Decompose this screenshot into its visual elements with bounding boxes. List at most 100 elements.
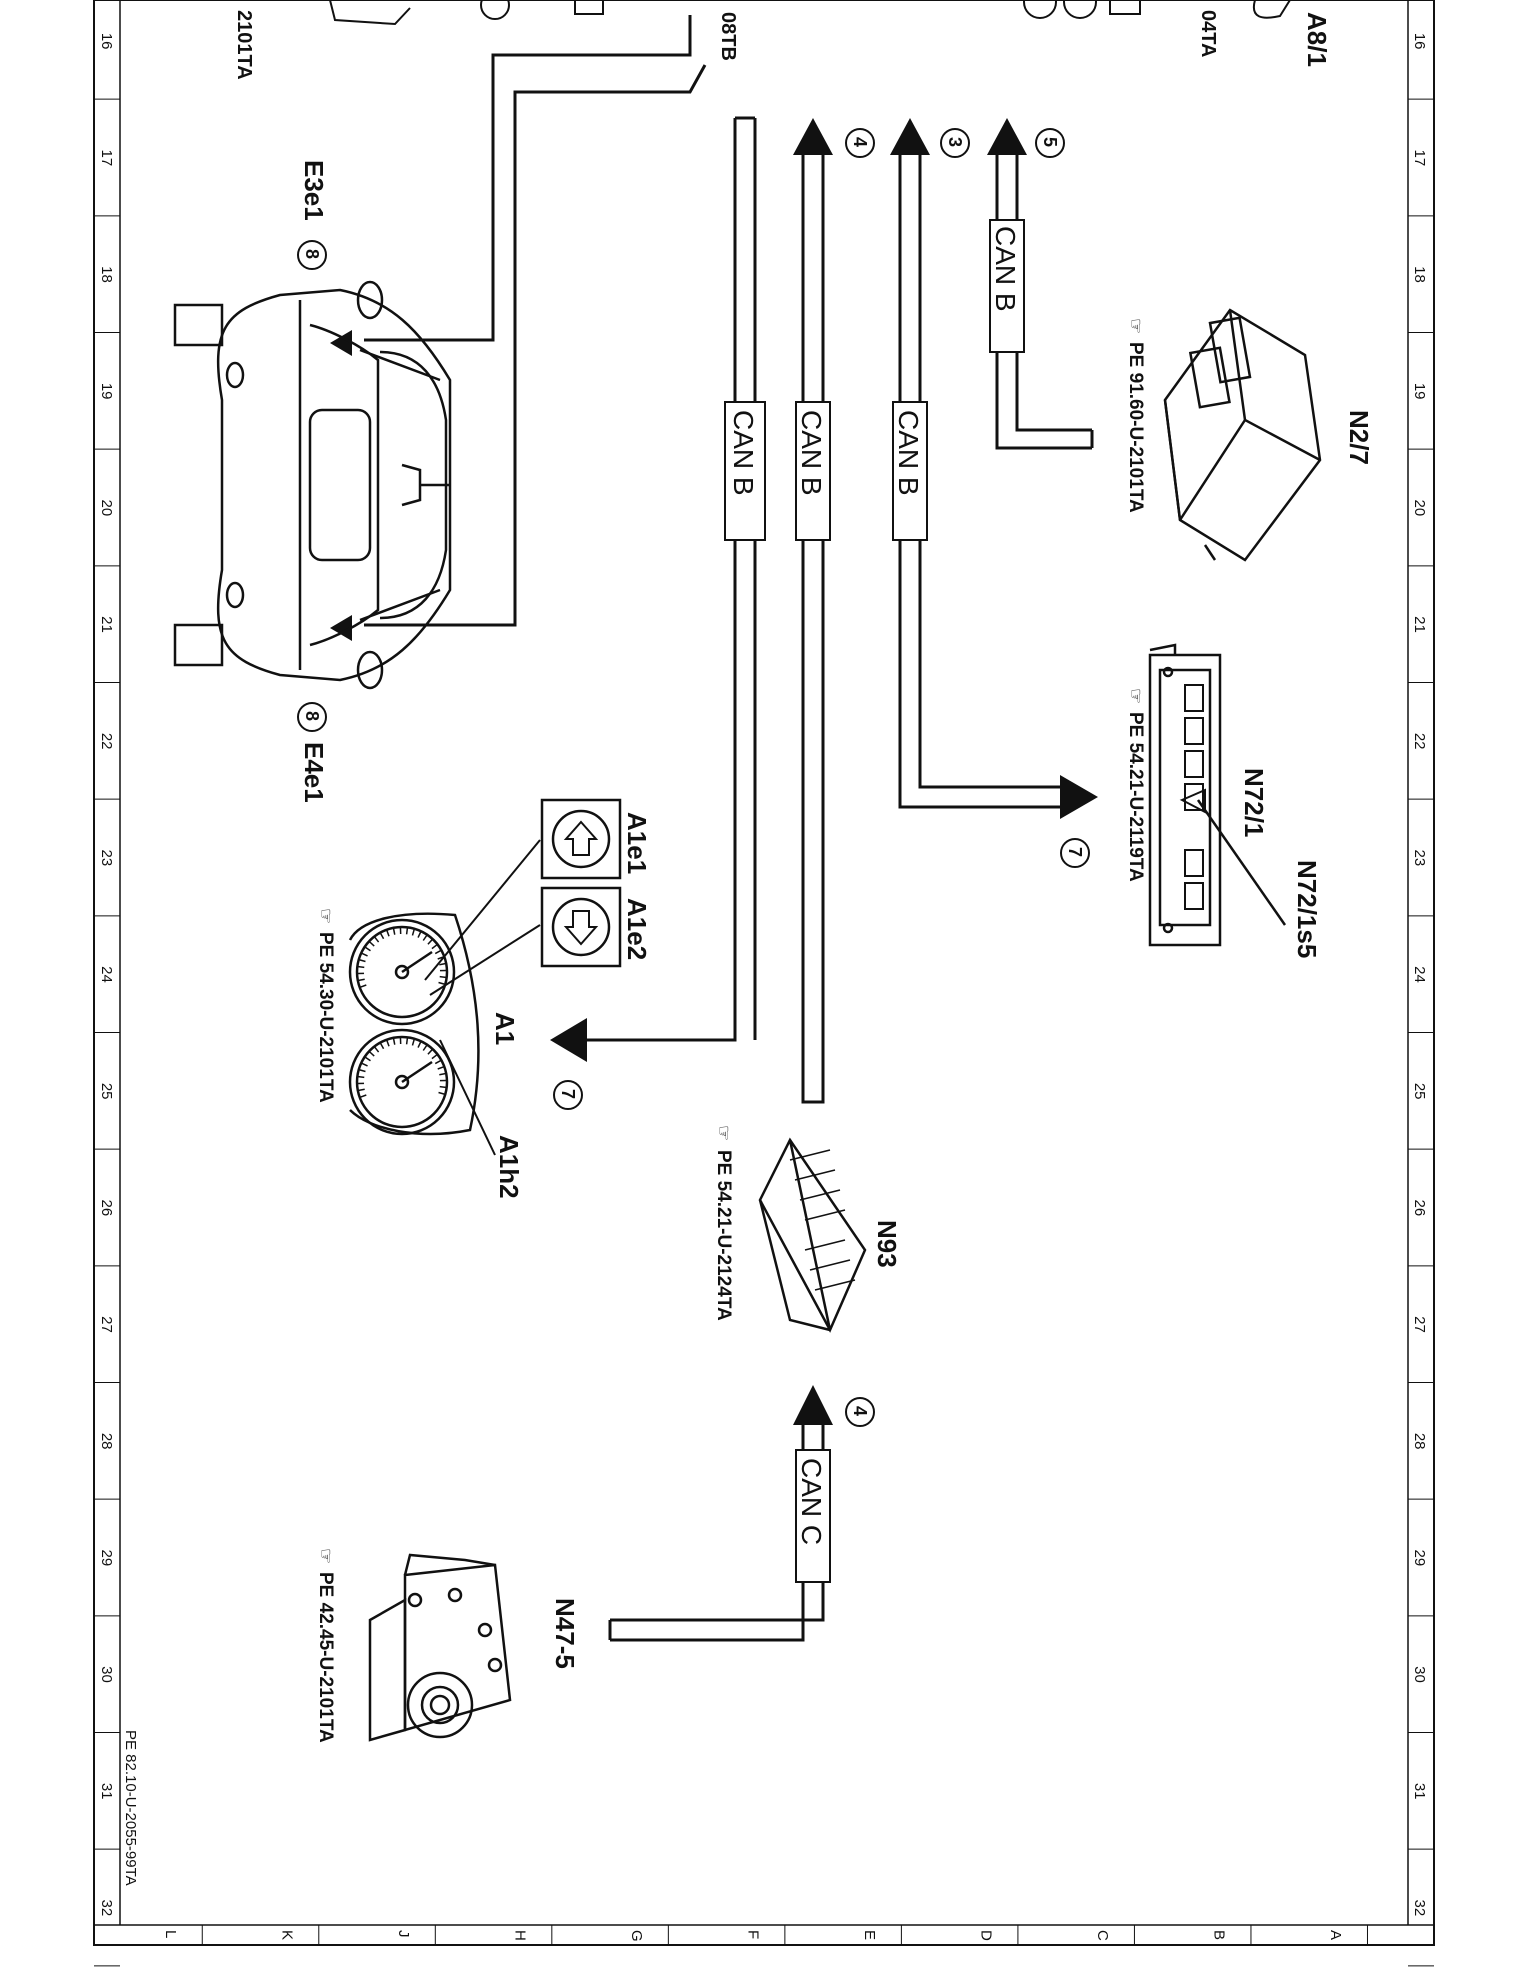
- gauge-tick: [434, 950, 441, 955]
- circled-number-icon: [845, 128, 875, 158]
- row-number: 28: [1411, 1433, 1428, 1450]
- row-number: 20: [98, 500, 115, 517]
- row-number: 32: [1411, 1900, 1428, 1917]
- arrowhead-icon: [793, 1385, 833, 1425]
- row-number: 26: [1411, 1200, 1428, 1217]
- label-n72-1s5: N72/1s5: [1292, 860, 1322, 958]
- row-number: 19: [1411, 383, 1428, 400]
- label-n93: N93: [872, 1220, 902, 1268]
- arrowhead-icon: [330, 615, 352, 641]
- gauge-tick: [438, 981, 445, 985]
- arrowhead-icon: [550, 1018, 587, 1062]
- bus-label-can-b: CAN B: [796, 410, 827, 496]
- label-n2-7: N2/7: [1344, 410, 1374, 465]
- row-number: 29: [98, 1550, 115, 1567]
- gauge-tick: [434, 1060, 441, 1065]
- label-a1h2: A1h2: [494, 1135, 524, 1199]
- arrowhead-icon: [330, 330, 352, 356]
- ref-text-n47-5: PE 42.45-U-2101TA: [315, 1572, 336, 1743]
- row-number: 21: [1411, 616, 1428, 633]
- column-letter: L: [162, 1930, 179, 1938]
- reference-n47-5: ☞ PE 42.45-U-2101TA: [315, 1548, 336, 1743]
- row-number: 30: [98, 1666, 115, 1683]
- row-number: 17: [1411, 150, 1428, 167]
- circle-markers: [297, 128, 1090, 1427]
- gauge-tick: [417, 931, 422, 938]
- gauge-tick: [360, 984, 367, 988]
- drawing-frame: [93, 0, 1435, 1967]
- gauge-tick: [365, 946, 371, 952]
- ref-text-n2-7: PE 91.60-U-2101TA: [1125, 342, 1146, 513]
- component-a1: [348, 839, 541, 1156]
- label-n47-5: N47-5: [550, 1598, 580, 1669]
- arrowhead-icon: [1060, 775, 1098, 819]
- pointing-hand-icon: ☞: [316, 908, 336, 924]
- row-number: 31: [98, 1783, 115, 1800]
- marker-7: 7: [1065, 847, 1085, 857]
- row-number: 21: [98, 616, 115, 633]
- cut-label-top-mid: 08TB: [717, 12, 739, 61]
- row-number: 17: [98, 150, 115, 167]
- label-a8-1: A8/1: [1302, 12, 1332, 67]
- bus-label-can-b: CAN B: [893, 410, 924, 496]
- row-number: 27: [1411, 1316, 1428, 1333]
- label-a1: A1: [490, 1012, 520, 1045]
- row-number: 29: [1411, 1550, 1428, 1567]
- gauge-tick: [438, 1091, 445, 1095]
- gauge-tick: [361, 1062, 368, 1067]
- bus-label-can-b: CAN B: [990, 226, 1021, 312]
- column-letter: J: [395, 1930, 412, 1938]
- gauge-tick: [361, 952, 368, 957]
- row-number: 20: [1411, 500, 1428, 517]
- gauge-tick: [431, 1054, 438, 1060]
- pointing-hand-icon: ☞: [714, 1125, 734, 1141]
- row-number: 22: [1411, 733, 1428, 750]
- bus-label-can-b: CAN B: [728, 410, 759, 496]
- label-e3e1: E3e1: [299, 160, 329, 221]
- gauge-tick: [431, 944, 438, 950]
- row-number: 25: [98, 1083, 115, 1100]
- ref-text-n72-1: PE 54.21-U-2119TA: [1125, 712, 1146, 882]
- gauge-tick: [392, 928, 396, 935]
- column-letter: A: [1327, 1930, 1344, 1940]
- column-letter: E: [861, 1930, 878, 1940]
- wires: [364, 15, 1094, 1642]
- marker-7: 7: [558, 1089, 578, 1099]
- row-number: 22: [98, 733, 115, 750]
- row-number: 16: [98, 33, 115, 50]
- column-letter: C: [1094, 1930, 1111, 1941]
- gauge-tick: [437, 956, 444, 960]
- row-number: 31: [1411, 1783, 1428, 1800]
- gauge-tick: [358, 1075, 365, 1079]
- gauge-tick: [359, 959, 366, 963]
- gauge-tick: [369, 941, 375, 947]
- ref-text-n93: PE 54.21-U-2124TA: [713, 1150, 734, 1321]
- gauge-tick: [439, 1085, 446, 1089]
- top-remnants: [329, 0, 1291, 26]
- gauge-tick: [386, 930, 390, 937]
- circled-number-icon: [297, 240, 327, 270]
- label-n72-1: N72/1: [1239, 768, 1269, 837]
- gauge-tick: [439, 975, 446, 979]
- bus-label-boxes: [724, 219, 1025, 1583]
- gauge-tick: [405, 1038, 409, 1045]
- cut-label-top-left: 2101TA: [233, 10, 255, 80]
- gauge-tick: [380, 1043, 385, 1050]
- arrow-up-icon: [563, 820, 599, 856]
- gauge-tick: [358, 978, 365, 982]
- circled-number-icon: [297, 702, 327, 732]
- row-number: 18: [98, 266, 115, 283]
- reference-n2-7: ☞ PE 91.60-U-2101TA: [1125, 318, 1146, 513]
- marker-8: 8: [302, 249, 322, 259]
- circled-number-icon: [1035, 128, 1065, 158]
- label-e4e1: E4e1: [299, 742, 329, 803]
- component-n72-1: [1148, 643, 1287, 947]
- gauge-tick: [437, 1066, 444, 1070]
- arrow-down-icon: [563, 910, 599, 946]
- component-n93: [758, 1137, 867, 1333]
- gauge-tick: [427, 939, 433, 945]
- gauge-tick: [411, 1039, 415, 1046]
